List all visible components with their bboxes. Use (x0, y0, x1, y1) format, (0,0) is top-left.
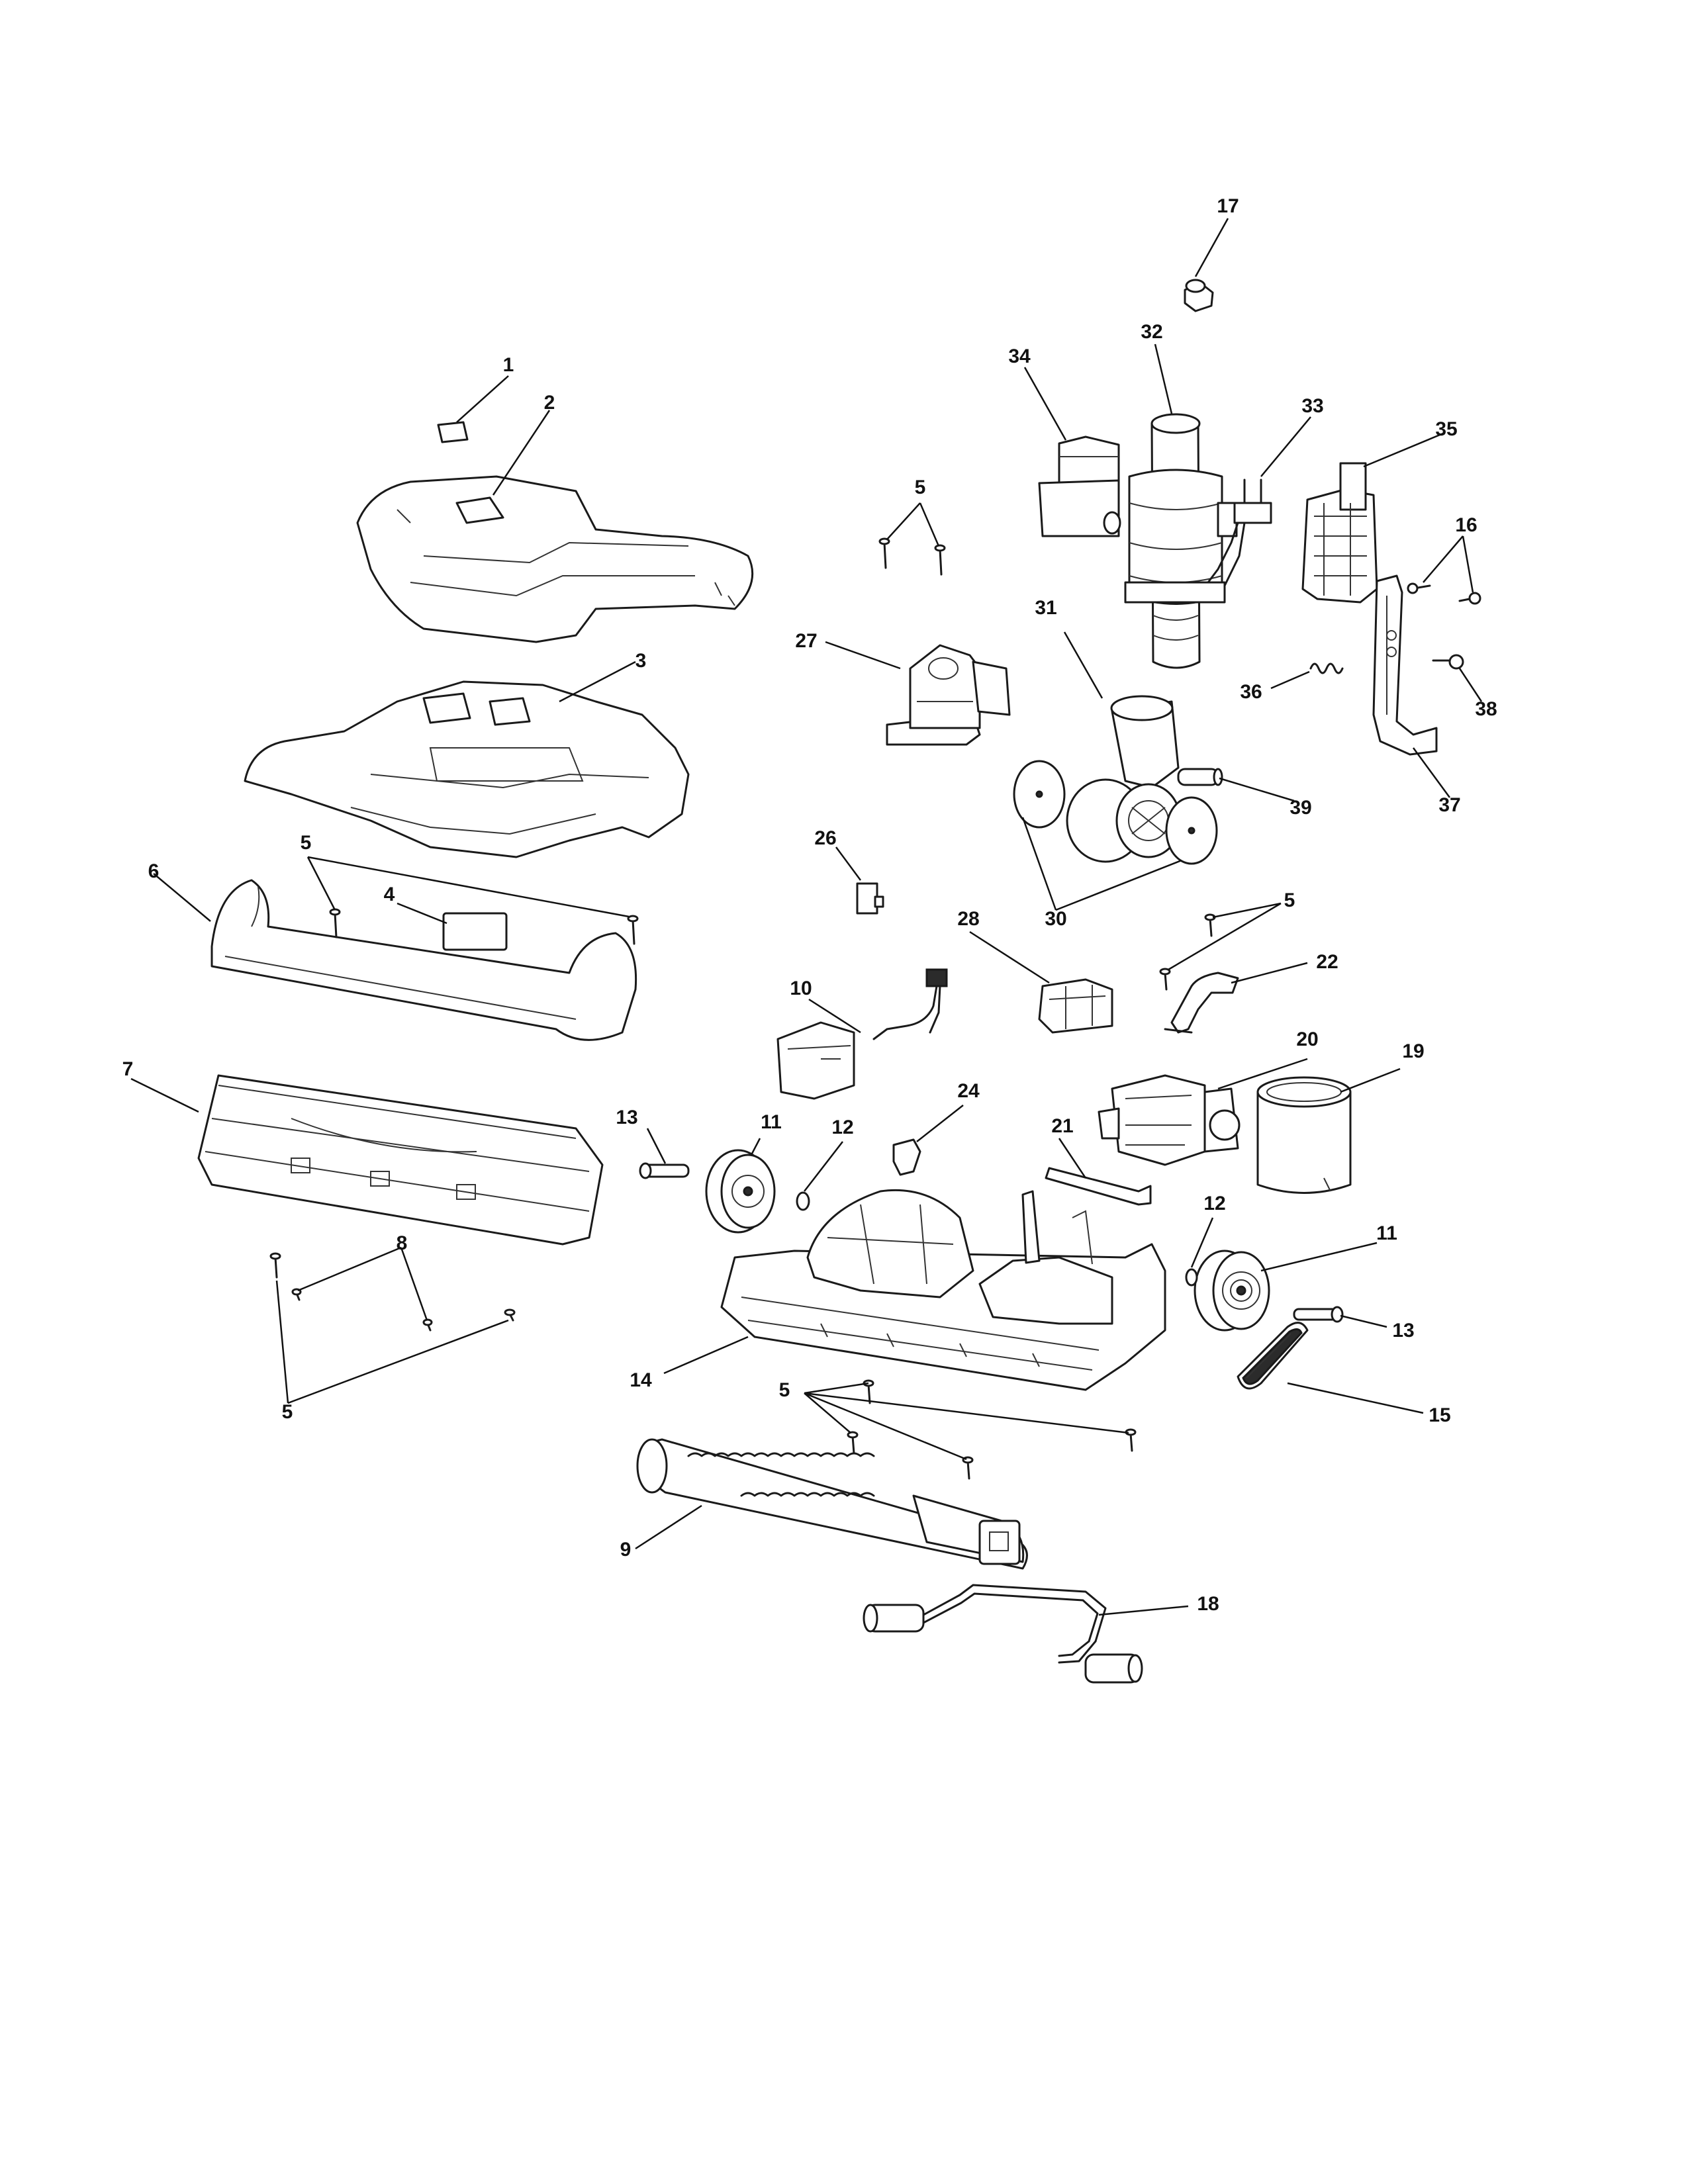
part-17-bleed-valve-cap (1184, 279, 1214, 312)
screw-nozzle-b (504, 1308, 516, 1322)
callout-1: 1 (503, 354, 514, 376)
callout-35: 35 (1435, 418, 1457, 440)
part-7-nozzle-cover (197, 1074, 604, 1246)
callout-18: 18 (1197, 1593, 1219, 1615)
screw-base-b (847, 1431, 859, 1455)
callout-7: 7 (122, 1058, 134, 1080)
part-2-upper-hood (356, 475, 754, 643)
callout-33: 33 (1301, 395, 1323, 417)
callout-12-left: 12 (831, 1116, 853, 1138)
callout-10: 10 (790, 978, 812, 999)
screw-base-a (863, 1379, 874, 1404)
callout-21: 21 (1051, 1115, 1073, 1137)
part-35-wire-housing (1301, 462, 1378, 604)
callout-14: 14 (630, 1369, 652, 1391)
part-15-belt (1237, 1322, 1309, 1390)
part-36-spring (1309, 662, 1344, 674)
screw-bumper-left (329, 908, 341, 938)
part-18-height-adjust-rod (863, 1584, 1143, 1684)
callout-labels: 17 32 34 33 35 16 38 37 36 39 31 30 27 2… (122, 195, 1497, 1615)
part-14-base (720, 1189, 1166, 1391)
callout-3: 3 (635, 650, 647, 672)
callout-19: 19 (1402, 1040, 1424, 1062)
part-21-hose-tube (1045, 1167, 1152, 1206)
callout-32: 32 (1141, 321, 1162, 343)
callout-38: 38 (1475, 698, 1497, 720)
callout-4: 4 (384, 884, 395, 905)
part-22-motor-strap (1164, 972, 1239, 1034)
screw-bumper-right (627, 915, 639, 945)
callout-31: 31 (1035, 597, 1056, 619)
part-13-axle-left (639, 1162, 690, 1179)
callout-28: 28 (957, 908, 979, 930)
callout-13-left: 13 (616, 1107, 637, 1128)
part-19-motor-sleeve (1256, 1076, 1352, 1194)
part-8-small-screws (291, 1288, 433, 1332)
screw-top-center-b (934, 544, 946, 576)
callout-30: 30 (1045, 908, 1066, 930)
part-4-filter-pad (442, 912, 508, 951)
part-1-belt-cover-door (437, 421, 469, 443)
callout-9: 9 (620, 1539, 632, 1561)
part-11-rear-wheel-right (1194, 1250, 1270, 1332)
callout-36: 36 (1240, 681, 1262, 703)
part-30-side-caps (1013, 760, 1218, 865)
part-12-washer-left (796, 1191, 810, 1211)
part-31-swivel-neck (1066, 695, 1182, 863)
part-27-pedal-bracket (886, 644, 1011, 746)
part-26-pedal-latch (856, 882, 884, 915)
callout-5-top: 5 (915, 477, 926, 498)
part-9-brushroll (636, 1438, 1028, 1570)
callout-13-right: 13 (1392, 1320, 1414, 1342)
callout-22: 22 (1316, 951, 1338, 973)
callout-11-right: 11 (1376, 1222, 1397, 1244)
part-37-cord-wrap-lever (1372, 574, 1438, 756)
part-20-motor (1098, 1074, 1241, 1166)
part-32-suction-tube (1124, 413, 1238, 669)
callout-27: 27 (795, 630, 817, 652)
part-11-rear-wheel-left (705, 1149, 776, 1234)
callout-6: 6 (148, 860, 160, 882)
callout-26: 26 (814, 827, 836, 849)
part-12-washer-right (1185, 1268, 1198, 1287)
callout-37: 37 (1438, 794, 1460, 816)
callout-12-right: 12 (1203, 1193, 1225, 1214)
part-6-bumper (211, 879, 637, 1041)
callout-20: 20 (1296, 1028, 1318, 1050)
leader-lines (130, 218, 1483, 1616)
part-16-handle-screws (1407, 582, 1481, 605)
callout-5-motor: 5 (1284, 889, 1295, 911)
callout-17: 17 (1217, 195, 1239, 217)
part-38-rivet (1432, 654, 1464, 670)
part-10-switch-assembly (776, 968, 948, 1100)
part-13-axle-right (1293, 1306, 1344, 1323)
callout-2: 2 (544, 392, 555, 414)
part-28-release-latch (1038, 978, 1113, 1034)
part-34-tube-coupler (1038, 435, 1121, 537)
callout-39: 39 (1289, 797, 1311, 819)
small-screw-b (422, 1318, 433, 1332)
screw-nozzle-a (269, 1252, 281, 1279)
part-3-lower-hood (244, 680, 690, 858)
callout-34: 34 (1008, 345, 1031, 367)
part-33-power-terminal (1200, 478, 1272, 587)
callout-8: 8 (397, 1232, 408, 1254)
callout-5-nozzle: 5 (282, 1401, 293, 1423)
part-39-roller (1177, 768, 1223, 786)
screw-base-c (962, 1456, 974, 1480)
screw-motor-b (1159, 968, 1171, 991)
callout-5-base: 5 (779, 1379, 790, 1401)
callout-24: 24 (957, 1080, 980, 1102)
screw-top-center-a (878, 537, 890, 569)
callout-11-left: 11 (761, 1111, 782, 1133)
callout-15: 15 (1429, 1404, 1450, 1426)
callout-16: 16 (1455, 514, 1477, 536)
part-24-clip (892, 1138, 921, 1176)
callout-5-bumper: 5 (301, 832, 312, 854)
